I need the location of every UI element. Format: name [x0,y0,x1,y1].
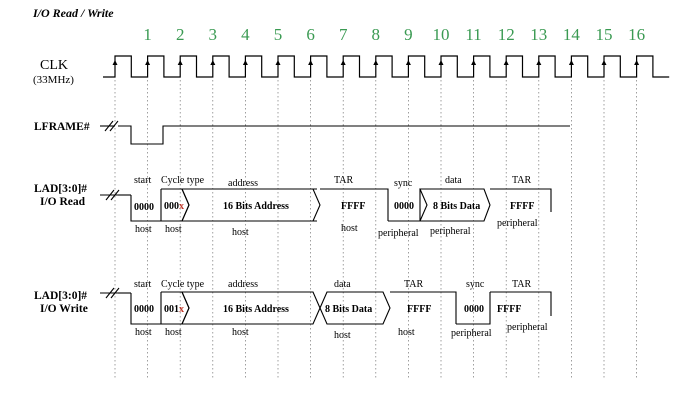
write-tar2-owner: peripheral [507,322,548,333]
clock-number: 7 [339,25,348,44]
clock-number: 16 [628,25,645,44]
clk-waveform [103,55,670,78]
read-cycle-prefix: 000 [164,201,179,212]
write-data-label: data [334,279,351,290]
clk-rising-edge-arrows [112,60,640,65]
rising-edge-arrow [308,60,314,65]
rising-edge-arrow [340,60,346,65]
rising-edge-arrow [373,60,379,65]
read-cycle-label: I/O Read [40,196,86,208]
write-signal-label: LAD[3:0]# [34,290,87,302]
read-waveform [100,188,552,222]
read-data-owner: peripheral [430,226,471,237]
read-tar1-owner: host [341,223,358,234]
clock-number: 5 [274,25,283,44]
clock-number: 2 [176,25,185,44]
rising-edge-arrow [568,60,574,65]
rising-edge-arrow [242,60,248,65]
read-tar2-label: TAR [512,175,532,186]
rising-edge-arrow [601,60,607,65]
read-data-label: data [445,175,462,186]
rising-edge-arrow [471,60,477,65]
read-sync-value: 0000 [394,201,414,212]
clock-number: 10 [433,25,450,44]
write-cycle-type-label: Cycle type [161,279,205,290]
read-address-owner: host [232,227,249,238]
read-sync-owner: peripheral [378,228,419,239]
rising-edge-arrow [210,60,216,65]
clock-number: 11 [465,25,481,44]
read-start-owner: host [135,224,152,235]
write-sync-owner: peripheral [451,328,492,339]
lframe-waveform [100,120,570,145]
read-data-value: 8 Bits Data [433,201,480,212]
read-address-value: 16 Bits Address [223,201,289,212]
rising-edge-arrow [112,60,118,65]
read-signal-label: LAD[3:0]# [34,183,87,195]
write-tar2-label: TAR [512,279,532,290]
write-address-value: 16 Bits Address [223,304,289,315]
write-start-value: 0000 [134,304,154,315]
read-tar2-value: FFFF [510,201,534,212]
write-tar1-value: FFFF [407,304,431,315]
write-tar1-label: TAR [404,279,424,290]
read-address-label: address [228,178,258,189]
diagram-title: I/O Read / Write [32,6,114,20]
write-address-owner: host [232,327,249,338]
read-tar1-value: FFFF [341,201,365,212]
read-start-value: 0000 [134,202,154,213]
clock-number: 8 [372,25,381,44]
clock-number: 1 [143,25,152,44]
clk-label: CLK [40,58,68,73]
clock-number: 12 [498,25,515,44]
clock-number: 15 [596,25,613,44]
read-cycle-type-label: Cycle type [161,175,205,186]
read-tar1-label: TAR [334,175,354,186]
write-cycle-label: I/O Write [40,303,88,315]
write-cycle-x: x [179,304,184,315]
write-cycle-value: 001x [164,304,184,315]
rising-edge-arrow [438,60,444,65]
write-tar1-owner: host [398,327,415,338]
rising-edge-arrow [275,60,281,65]
write-sync-value: 0000 [464,304,484,315]
clock-number: 6 [306,25,315,44]
rising-edge-arrow [536,60,542,65]
lframe-label: LFRAME# [34,121,90,133]
rising-edge-arrow [634,60,640,65]
read-start-label: start [134,175,151,186]
clock-number: 9 [404,25,413,44]
write-address-label: address [228,279,258,290]
rising-edge-arrow [145,60,151,65]
write-sync-label: sync [466,279,485,290]
clock-number: 14 [563,25,581,44]
rising-edge-arrow [503,60,509,65]
read-cycle-owner: host [165,224,182,235]
read-sync-label: sync [394,178,413,189]
write-cycle-prefix: 001 [164,304,179,315]
write-data-value: 8 Bits Data [325,304,372,315]
clock-edge-guides [114,80,637,380]
write-start-label: start [134,279,151,290]
read-cycle-x: x [179,201,184,212]
read-cycle-value: 000x [164,201,184,212]
write-data-owner: host [334,330,351,341]
write-start-owner: host [135,327,152,338]
clock-number: 3 [209,25,218,44]
write-cycle-owner: host [165,327,182,338]
clock-number: 4 [241,25,250,44]
write-waveform [100,287,552,325]
write-tar2-value: FFFF [497,304,521,315]
clk-frequency-label: (33MHz) [33,74,74,86]
clock-number: 13 [530,25,547,44]
read-tar2-owner: peripheral [497,218,538,229]
rising-edge-arrow [405,60,411,65]
rising-edge-arrow [177,60,183,65]
